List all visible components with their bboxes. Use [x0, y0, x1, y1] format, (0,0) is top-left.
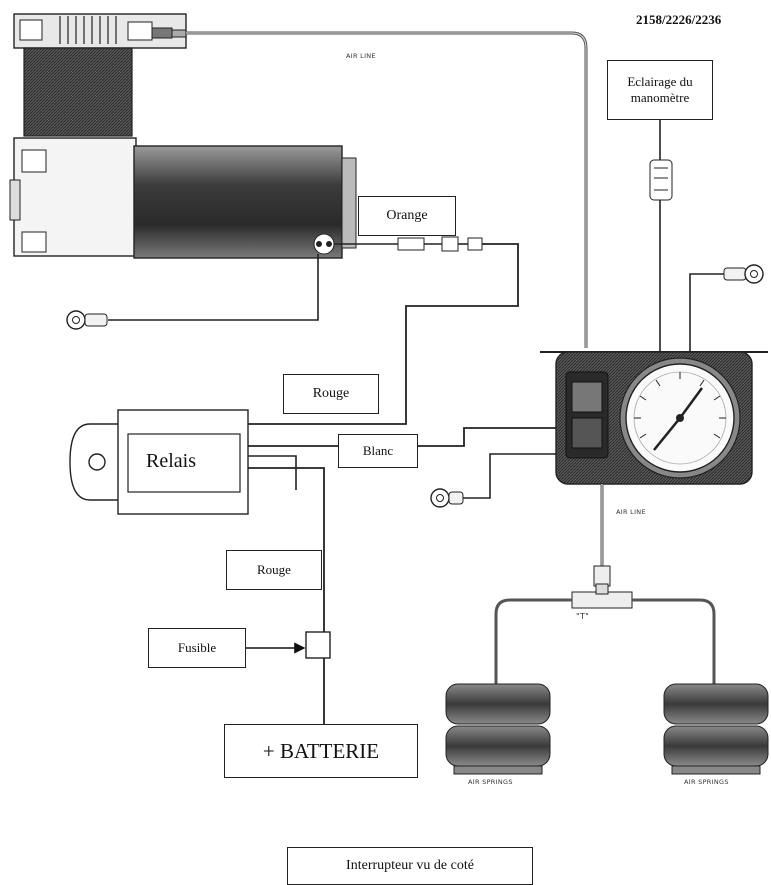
orange-label: Orange	[386, 208, 428, 223]
ring-terminal-gauge	[723, 264, 764, 284]
rouge-bottom-label: Rouge	[257, 562, 291, 577]
battery-label: + BATTERIE	[262, 738, 380, 763]
blanc-label-box: Blanc	[338, 434, 418, 468]
fuse-holder	[305, 631, 331, 659]
switch-side-label-box: Interrupteur vu de coté	[287, 847, 533, 885]
air-spring-right-label: AIR SPRINGS	[684, 778, 729, 786]
compressor	[9, 13, 357, 259]
gauge-light-label-box: Eclairage du manomètre	[607, 60, 713, 120]
rouge-top-label: Rouge	[312, 386, 350, 401]
air-spring-left-label: AIR SPRINGS	[468, 778, 513, 786]
air-line-top-label: AIR LINE	[346, 52, 376, 60]
part-number: 2158/2226/2236	[636, 12, 722, 27]
gauge-light-label: Eclairage du manomètre	[627, 74, 693, 105]
air-spring-right	[663, 683, 769, 775]
ring-terminal-compressor	[66, 310, 108, 330]
gauge-panel	[540, 351, 768, 485]
fusible-label: Fusible	[177, 640, 217, 655]
air-line-right-label: AIR LINE	[616, 508, 646, 516]
tee-fitting	[571, 565, 633, 609]
blanc-label: Blanc	[362, 443, 394, 458]
orange-label-box: Orange	[358, 196, 456, 236]
air-spring-left	[445, 683, 551, 775]
fusible-label-box: Fusible	[148, 628, 246, 668]
ring-terminal-switch	[430, 488, 464, 508]
relay-label: Relais	[146, 450, 196, 472]
switch-side-label: Interrupteur vu de coté	[346, 858, 474, 873]
rouge-bottom-label-box: Rouge	[226, 550, 322, 590]
tee-label: "T"	[576, 612, 590, 621]
battery-label-box: + BATTERIE	[224, 724, 418, 778]
relay	[69, 409, 249, 515]
rouge-top-label-box: Rouge	[283, 374, 379, 414]
